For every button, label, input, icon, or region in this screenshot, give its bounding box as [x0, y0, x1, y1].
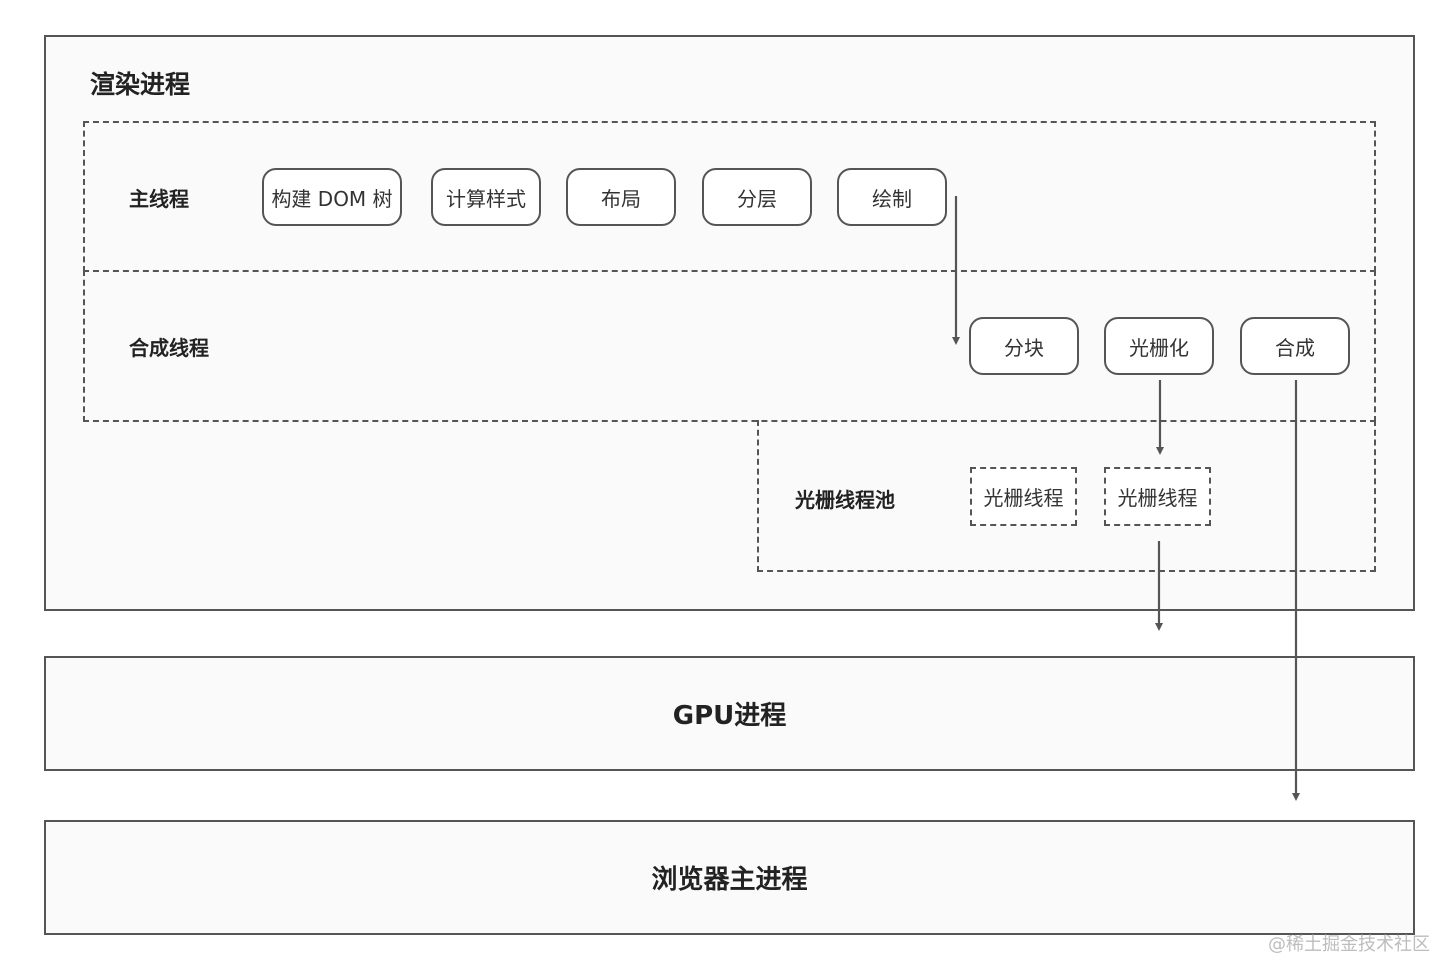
step-composite: 合成	[1240, 317, 1350, 375]
watermark-text: @稀土掘金技术社区	[1268, 934, 1430, 955]
main-thread-region	[83, 121, 1376, 272]
gpu-process-label: GPU进程	[672, 701, 787, 731]
raster-thread-2: 光栅线程	[1104, 467, 1211, 526]
step-compute-style: 计算样式	[431, 168, 541, 226]
step-layering: 分层	[702, 168, 812, 226]
step-build-dom-tree: 构建 DOM 树	[262, 168, 402, 226]
step-paint: 绘制	[837, 168, 947, 226]
step-rasterize: 光栅化	[1104, 317, 1214, 375]
raster-thread-1: 光栅线程	[970, 467, 1077, 526]
main-thread-label: 主线程	[129, 187, 189, 211]
compositor-thread-region	[83, 270, 1376, 422]
step-tiling: 分块	[969, 317, 1079, 375]
raster-pool-region	[757, 420, 1376, 572]
gpu-process-frame: GPU进程	[44, 656, 1415, 771]
raster-pool-label: 光栅线程池	[795, 488, 895, 512]
browser-main-process-label: 浏览器主进程	[651, 865, 808, 895]
render-process-title: 渲染进程	[90, 70, 191, 99]
browser-main-process-frame: 浏览器主进程	[44, 820, 1415, 935]
compositor-thread-label: 合成线程	[129, 336, 209, 360]
step-layout: 布局	[566, 168, 676, 226]
